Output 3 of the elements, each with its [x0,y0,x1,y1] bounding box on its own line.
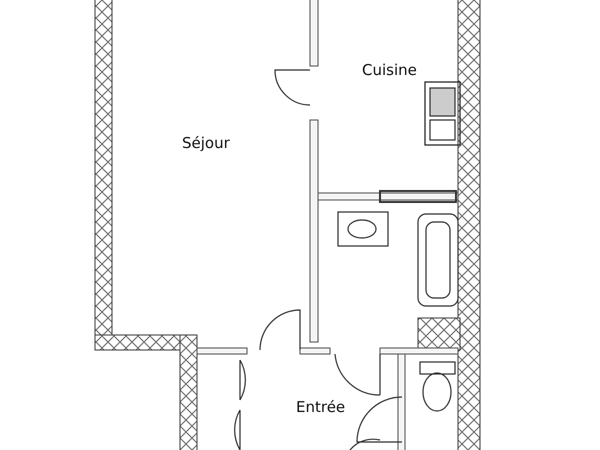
room-label: Entrée [296,398,346,416]
room-label: Cuisine [362,61,417,79]
room-label: Séjour [182,134,230,152]
